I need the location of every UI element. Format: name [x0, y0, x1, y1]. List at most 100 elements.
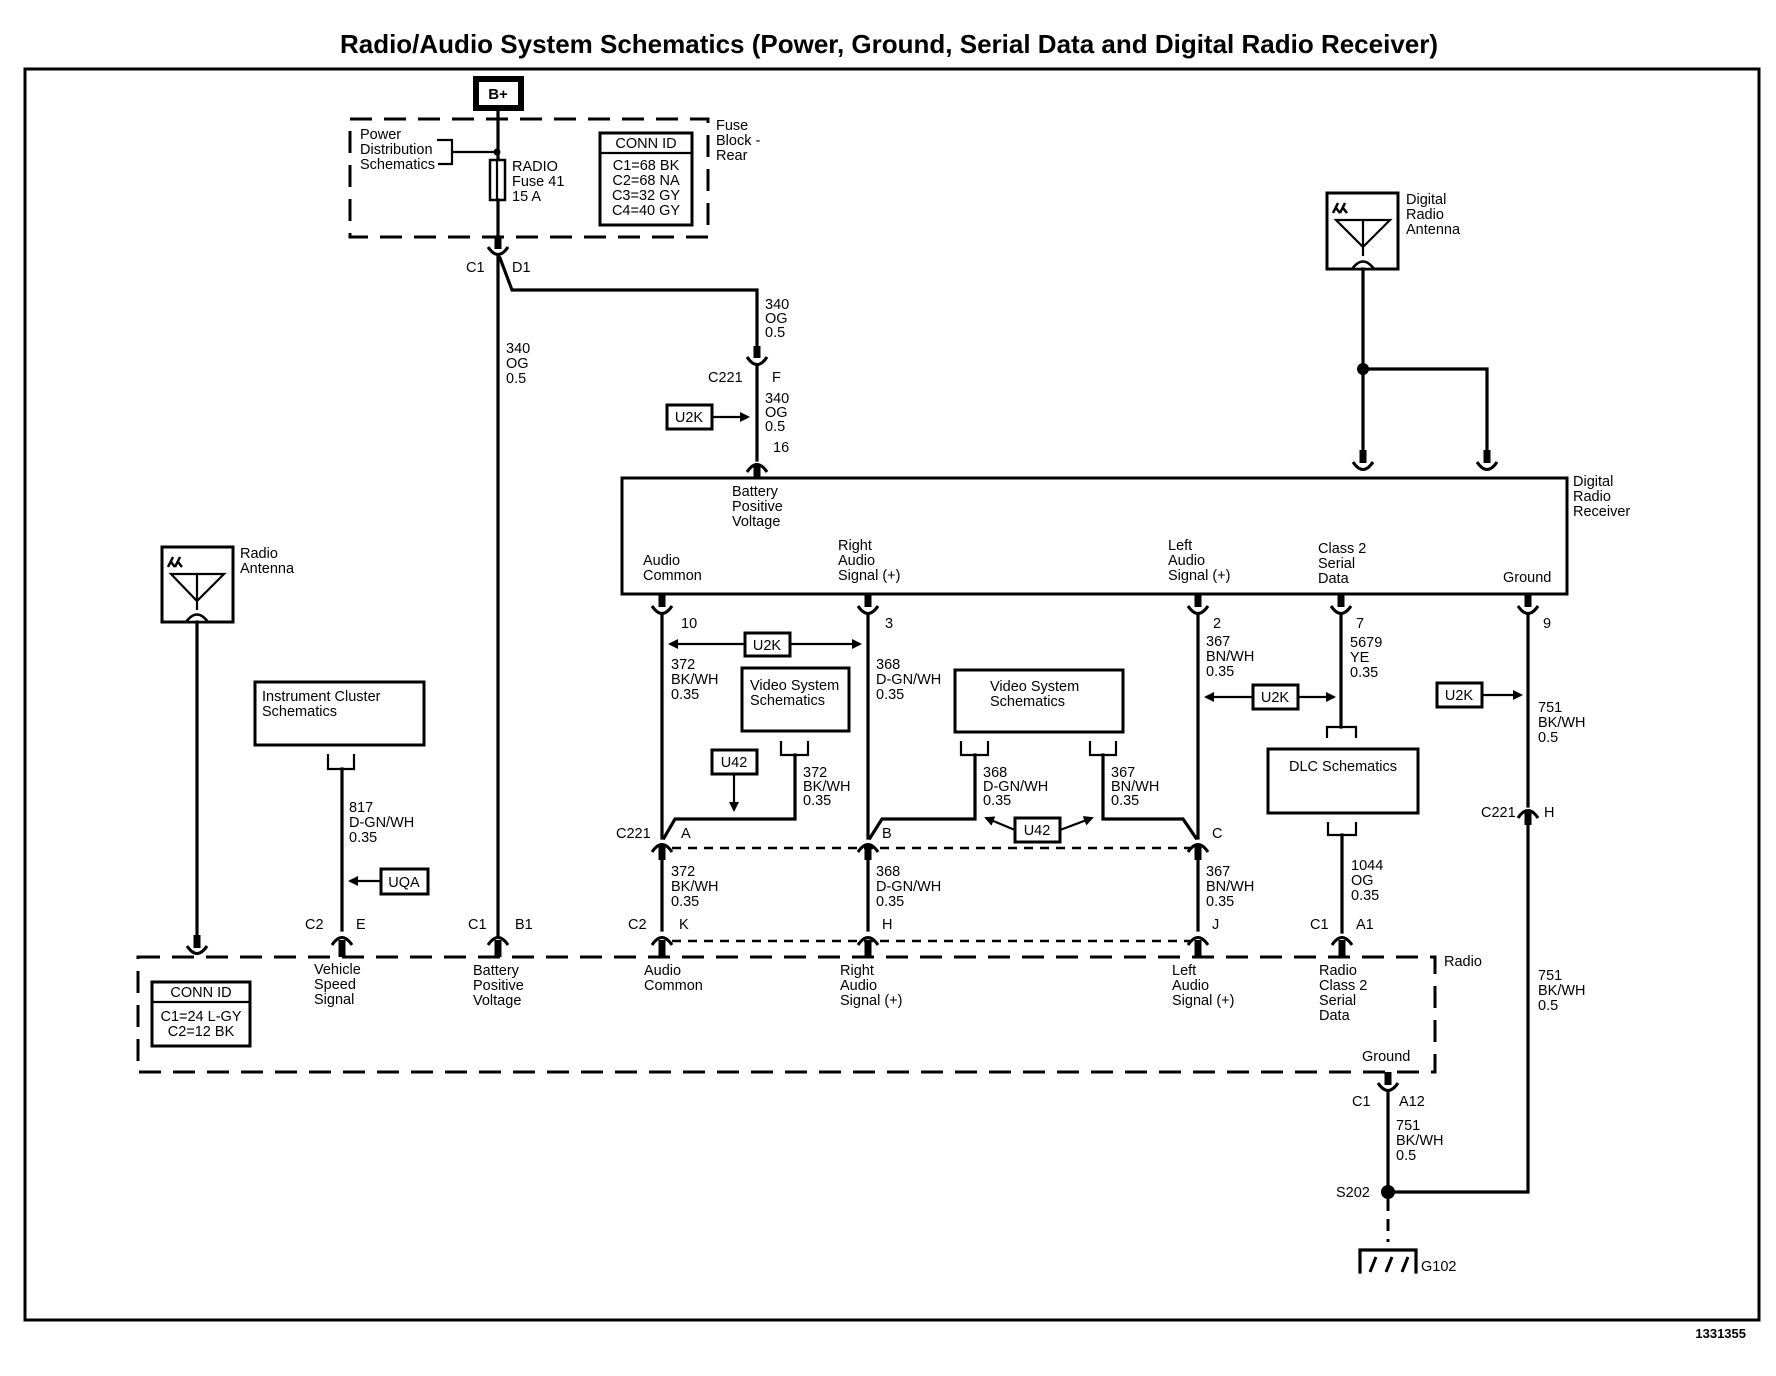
svg-text:0.35: 0.35: [671, 687, 699, 703]
svg-text:Signal (+): Signal (+): [840, 993, 902, 1009]
splice-s202: S202: [1336, 1185, 1395, 1201]
svg-text:Audio: Audio: [643, 553, 680, 569]
svg-text:Radio: Radio: [240, 546, 278, 562]
svg-text:2: 2: [1213, 616, 1221, 632]
svg-text:U2K: U2K: [1445, 688, 1474, 704]
wire-label-372-video: 372 BK/WH 0.35: [803, 765, 851, 809]
connector-pin16: [745, 463, 769, 478]
svg-text:751: 751: [1396, 1118, 1420, 1134]
svg-text:Common: Common: [644, 978, 703, 994]
svg-text:C2: C2: [628, 917, 647, 933]
wire-label-367-lower: 367 BN/WH 0.35: [1206, 864, 1254, 910]
video-system-box-2: Video System Schematics: [953, 668, 1125, 757]
svg-text:YE: YE: [1350, 650, 1370, 666]
connector-c2-h: H: [856, 917, 892, 957]
svg-text:0.5: 0.5: [765, 325, 785, 341]
pin-3-connector: 3: [856, 594, 893, 632]
svg-text:C: C: [1212, 826, 1222, 842]
svg-text:BN/WH: BN/WH: [1206, 879, 1254, 895]
svg-text:UQA: UQA: [388, 875, 420, 891]
connector-c1-b1: C1 B1: [468, 917, 533, 957]
svg-text:Voltage: Voltage: [473, 993, 521, 1009]
svg-text:C2=12 BK: C2=12 BK: [168, 1024, 235, 1040]
pin-7-connector: 7: [1329, 594, 1364, 632]
svg-text:OG: OG: [765, 405, 788, 421]
svg-text:Class 2: Class 2: [1318, 541, 1366, 557]
svg-text:0.5: 0.5: [1396, 1148, 1416, 1164]
radio-ground-label: Ground: [1362, 1049, 1410, 1065]
wire-label-340-lower: 340 OG 0.5 16: [765, 391, 789, 456]
wire-label-372-upper: 372 BK/WH 0.35: [671, 657, 719, 703]
pin-9-connector: 9: [1516, 594, 1551, 632]
svg-text:3: 3: [885, 616, 893, 632]
receiver-left-audio-label: Left Audio Signal (+): [1168, 538, 1230, 584]
connector-c2-k: C2 K: [628, 917, 689, 957]
svg-text:C2=68 NA: C2=68 NA: [612, 173, 680, 189]
svg-text:Serial: Serial: [1318, 556, 1355, 572]
radio-right-audio-label: Right Audio Signal (+): [840, 963, 902, 1009]
svg-text:10: 10: [681, 616, 697, 632]
svg-text:U2K: U2K: [753, 638, 782, 654]
svg-text:C2: C2: [305, 917, 324, 933]
svg-text:Fuse 41: Fuse 41: [512, 174, 564, 190]
svg-text:Audio: Audio: [1168, 553, 1205, 569]
svg-text:OG: OG: [765, 311, 788, 327]
connector-c2-e: C2 E: [305, 917, 366, 957]
svg-text:340: 340: [765, 297, 789, 313]
radio-module-label: Radio: [1444, 954, 1482, 970]
svg-text:0.35: 0.35: [1350, 665, 1378, 681]
wire-368-video: [867, 753, 977, 841]
svg-text:372: 372: [803, 765, 827, 781]
svg-text:C1=24 L-GY: C1=24 L-GY: [160, 1009, 241, 1025]
svg-text:D-GN/WH: D-GN/WH: [876, 672, 941, 688]
fuse-block-outline: [348, 117, 710, 239]
svg-text:Voltage: Voltage: [732, 514, 780, 530]
svg-text:Receiver: Receiver: [1573, 504, 1630, 520]
svg-text:B: B: [882, 826, 892, 842]
svg-text:CONN ID: CONN ID: [615, 136, 676, 152]
svg-text:340: 340: [506, 341, 530, 357]
svg-text:U2K: U2K: [1261, 690, 1290, 706]
connector-c221-a: C221 A: [616, 826, 691, 860]
svg-text:Fuse: Fuse: [716, 118, 748, 134]
digital-radio-antenna: Digital Radio Antenna: [1325, 191, 1461, 271]
svg-text:Radio: Radio: [1406, 207, 1444, 223]
svg-text:U42: U42: [1024, 823, 1051, 839]
svg-text:D-GN/WH: D-GN/WH: [983, 779, 1048, 795]
svg-text:Schematics: Schematics: [262, 704, 337, 720]
svg-text:367: 367: [1111, 765, 1135, 781]
svg-text:BN/WH: BN/WH: [1206, 649, 1254, 665]
radio-class2-label: Radio Class 2 Serial Data: [1319, 963, 1367, 1024]
svg-text:Data: Data: [1318, 571, 1350, 587]
wire-372-video: [661, 753, 797, 841]
svg-text:C1: C1: [1310, 917, 1329, 933]
svg-text:BK/WH: BK/WH: [1538, 983, 1586, 999]
svg-text:Radio: Radio: [1573, 489, 1611, 505]
svg-text:A12: A12: [1399, 1094, 1425, 1110]
svg-text:S202: S202: [1336, 1185, 1370, 1201]
svg-text:BK/WH: BK/WH: [1396, 1133, 1444, 1149]
svg-text:G102: G102: [1421, 1259, 1456, 1275]
svg-text:368: 368: [983, 765, 1007, 781]
svg-text:C3=32 GY: C3=32 GY: [612, 188, 680, 204]
wire-label-751-ground: 751 BK/WH 0.5: [1396, 1118, 1444, 1164]
wire-label-368-video: 368 D-GN/WH 0.35: [983, 765, 1048, 809]
svg-text:OG: OG: [506, 356, 529, 372]
svg-text:Antenna: Antenna: [240, 561, 295, 577]
svg-text:A: A: [681, 826, 691, 842]
svg-text:E: E: [356, 917, 366, 933]
svg-text:Class 2: Class 2: [1319, 978, 1367, 994]
receiver-battery-label: Battery Positive Voltage: [732, 484, 783, 530]
svg-text:Power: Power: [360, 127, 401, 143]
option-u42-video: U42: [984, 816, 1094, 844]
svg-text:0.35: 0.35: [1351, 888, 1379, 904]
svg-text:DLC Schematics: DLC Schematics: [1289, 759, 1397, 775]
svg-text:0.35: 0.35: [876, 687, 904, 703]
wire-751-right: [1386, 823, 1530, 1194]
svg-text:F: F: [772, 370, 781, 386]
svg-text:H: H: [882, 917, 892, 933]
svg-text:0.5: 0.5: [765, 419, 785, 435]
svg-text:367: 367: [1206, 864, 1230, 880]
svg-text:Signal (+): Signal (+): [838, 568, 900, 584]
wire-label-340-upper: 340 OG 0.5: [765, 297, 789, 341]
